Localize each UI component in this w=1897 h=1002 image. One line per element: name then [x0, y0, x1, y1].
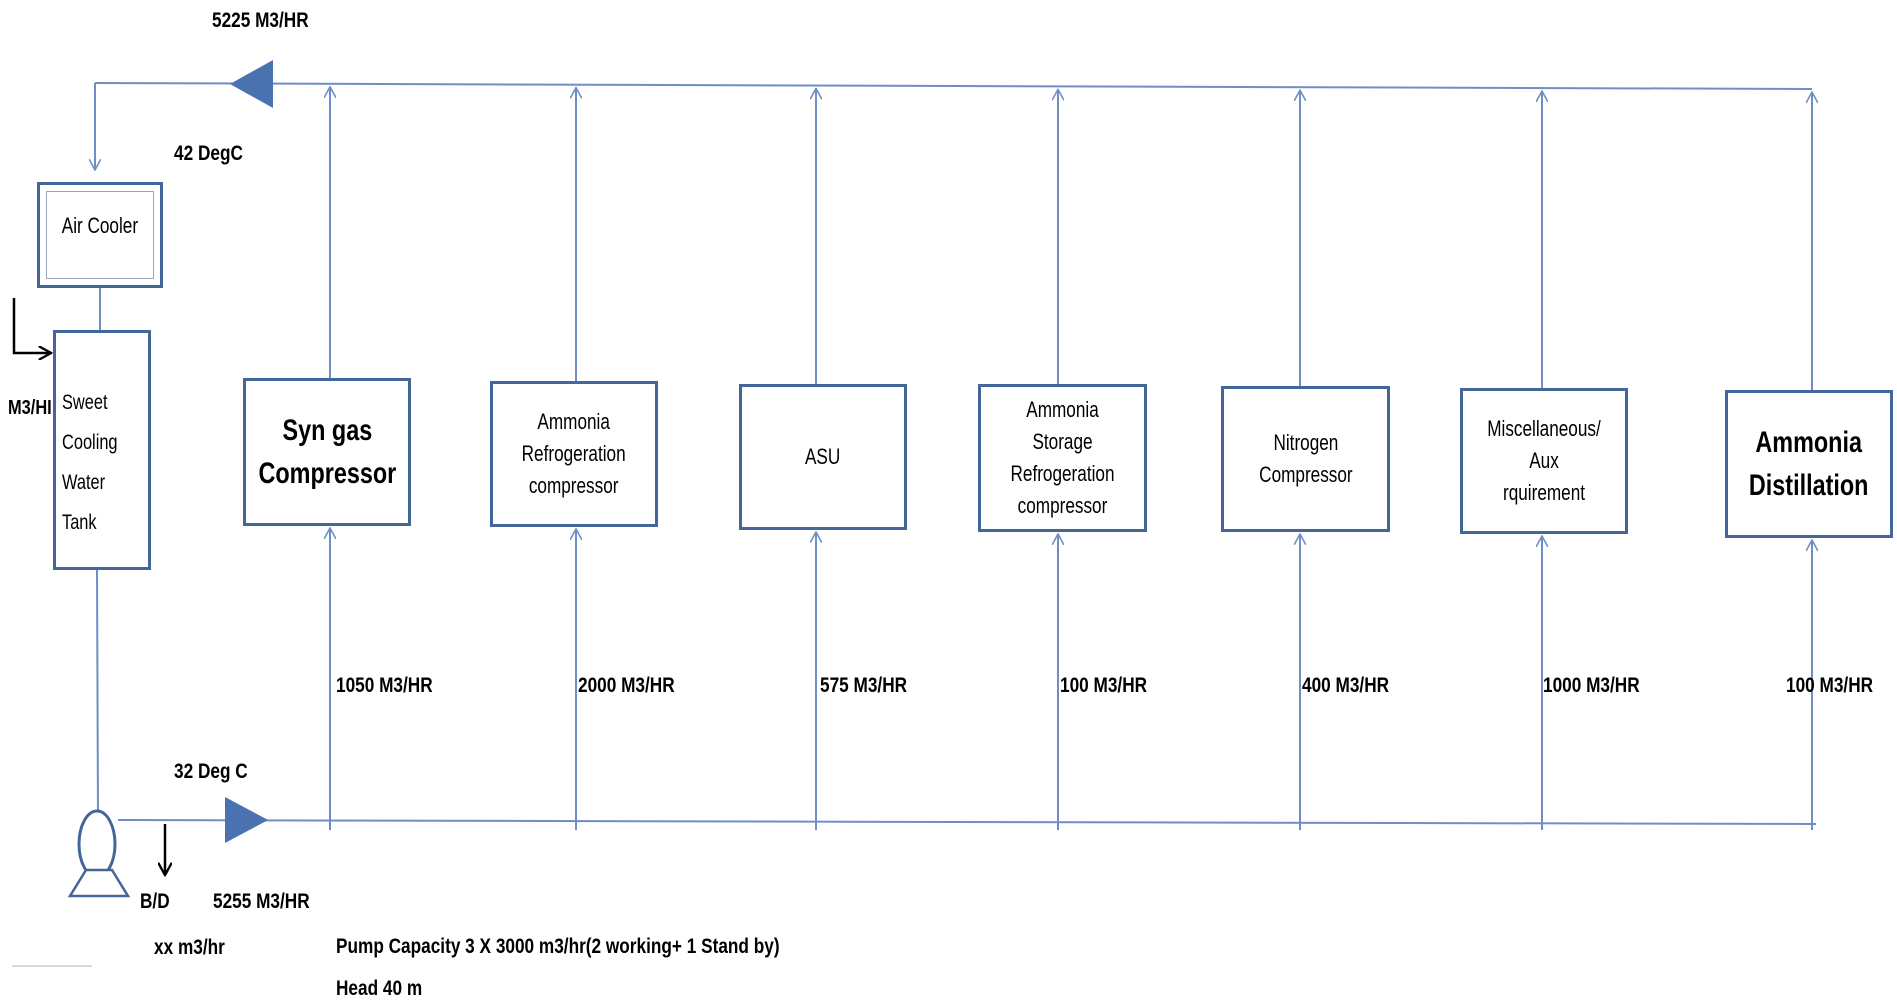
tank-pump-line	[96, 567, 99, 819]
consumer-label-line: Nitrogen	[1273, 430, 1338, 456]
makeup-flow-label: M3/HI	[8, 397, 52, 419]
consumer-flow-label: 400 M3/HR	[1302, 674, 1390, 697]
consumer-label-line: Ammonia	[1755, 425, 1863, 459]
tank-label-line: Water Tank	[62, 471, 106, 534]
consumer-label-line: compressor	[1017, 492, 1108, 518]
consumer-label-line: Refrogeration	[522, 441, 626, 467]
consumer-label-line: Miscellaneous/ Aux	[1487, 416, 1601, 474]
air-cooler-box: Air Cooler	[37, 182, 163, 288]
pump-icon	[67, 809, 131, 898]
consumer-box: ASU	[739, 384, 907, 530]
consumer-label-line: compressor	[529, 472, 619, 498]
return-flow-triangle	[230, 60, 273, 108]
consumer-flow-label: 100 M3/HR	[1786, 674, 1874, 697]
blowdown-flow-label: xx m3/hr	[154, 936, 225, 959]
consumer-label-line: Ammonia	[537, 409, 611, 435]
air-cooler-label: Air Cooler	[61, 213, 139, 239]
consumer-label-line: Distillation	[1749, 469, 1869, 502]
consumer-label-line: Refrogeration	[1010, 461, 1115, 486]
supply-header-line	[117, 819, 1817, 825]
supply-flow-label: 5255 M3/HR	[213, 890, 310, 913]
supply-flow-triangle	[225, 797, 268, 843]
tank-label-line: Cooling	[62, 431, 118, 454]
consumer-flow-label: 575 M3/HR	[820, 674, 908, 697]
consumer-label-line: Ammonia Storage	[1026, 397, 1099, 455]
return-flow-label: 5225 M3/HR	[212, 9, 309, 32]
consumer-label-line: Compressor	[1258, 462, 1353, 487]
blowdown-label: B/D	[140, 890, 170, 913]
consumer-flow-label: 100 M3/HR	[1060, 674, 1148, 697]
return-temp-label: 42 DegC	[174, 142, 243, 165]
pump-head-note: Head 40 m	[336, 977, 423, 1000]
consumer-flow-label: 1050 M3/HR	[336, 674, 433, 697]
consumer-flow-label: 1000 M3/HR	[1543, 674, 1640, 697]
consumer-label-line: ASU	[805, 444, 841, 470]
pump-capacity-note: Pump Capacity 3 X 3000 m3/hr(2 working+ …	[336, 935, 780, 958]
supply-temp-label: 32 Deg C	[174, 760, 248, 783]
return-header-line	[94, 82, 1813, 90]
tank-label-line: Sweet	[62, 391, 108, 414]
consumer-label-line: rquirement	[1502, 479, 1586, 505]
consumer-flow-label: 2000 M3/HR	[578, 674, 675, 697]
makeup-inlet-arrow	[12, 298, 50, 353]
consumer-label-line: Syn gas	[282, 413, 372, 447]
consumer-label-line: Compressor	[258, 457, 396, 490]
consumer-branches	[330, 87, 1812, 830]
consumer-box: Miscellaneous/ Aux rquirement	[1460, 388, 1628, 534]
